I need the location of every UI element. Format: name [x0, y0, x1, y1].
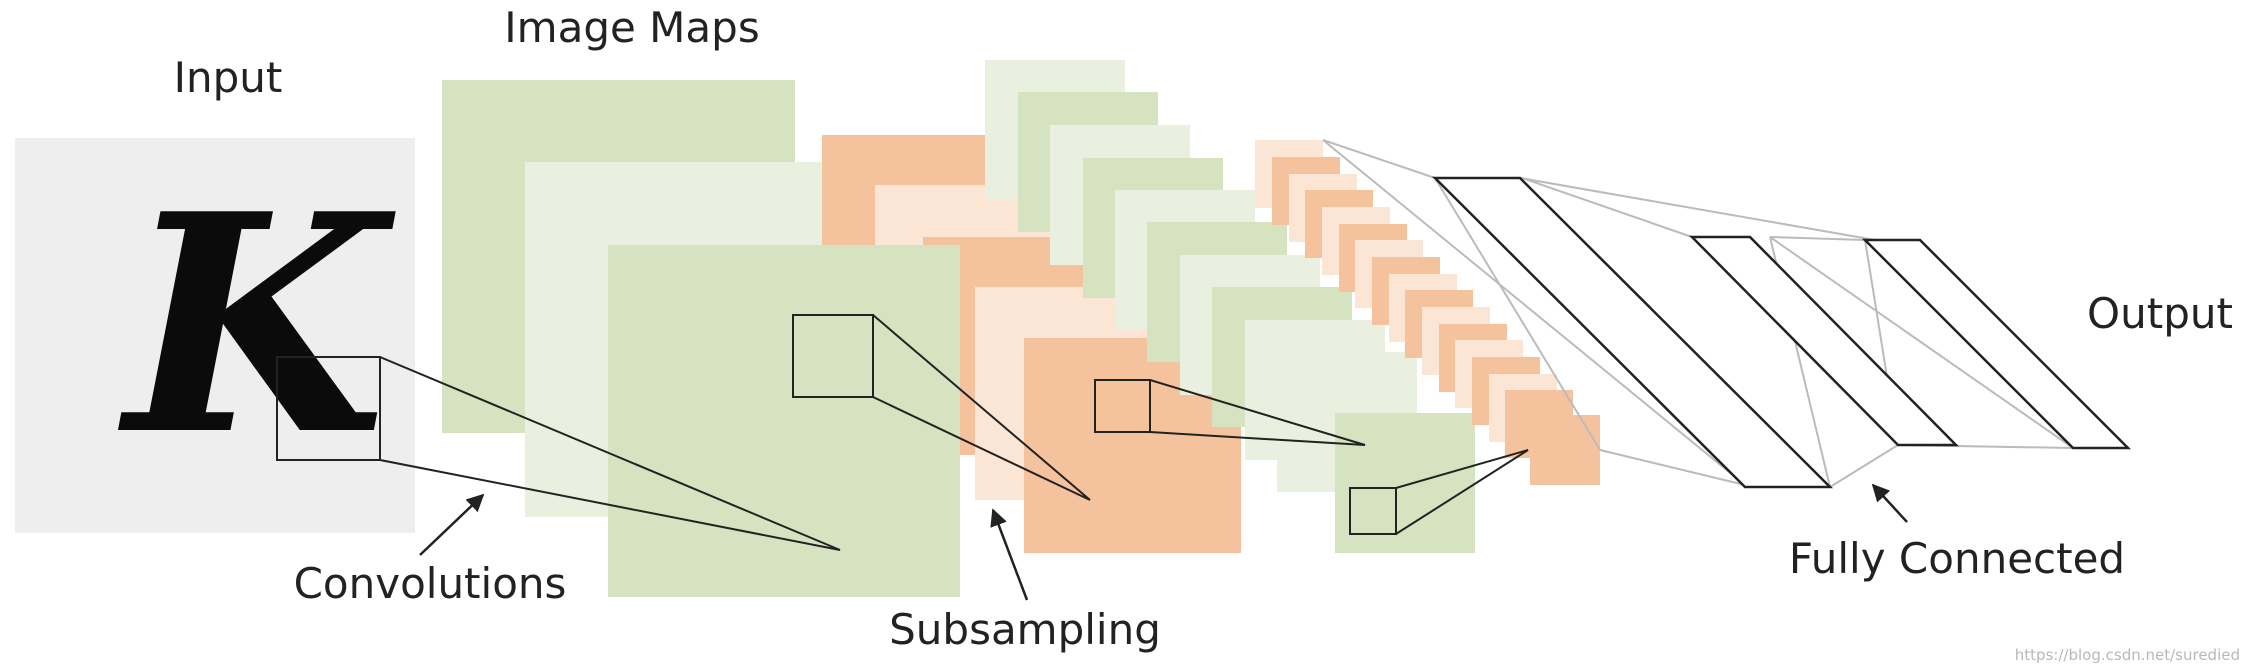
fully-connected-layers	[1431, 176, 2132, 489]
input-stage: K Input	[15, 53, 415, 533]
subsample-receptive-field	[1094, 379, 1151, 433]
pointer-arrows	[419, 483, 1908, 601]
small-subsample-17	[1530, 415, 1600, 485]
feature-map-small-receptive-field	[1349, 487, 1397, 535]
subsampling-maps-2	[1255, 140, 1600, 485]
fully-connected-arrow	[1871, 483, 1908, 523]
fc-connector	[1769, 236, 2074, 449]
projection-line	[379, 356, 841, 551]
feature-map-receptive-field	[792, 314, 874, 398]
projection-lines	[379, 314, 1529, 551]
feature-map-3	[608, 245, 960, 597]
fc-connector	[1322, 139, 1746, 486]
fc-layer-3-output	[1861, 238, 2132, 450]
fc-layer-2	[1689, 235, 1959, 447]
convolutions-label: Convolutions	[294, 559, 567, 608]
input-receptive-field	[276, 356, 381, 461]
input-label: Input	[174, 53, 283, 102]
convolution-feature-maps-2	[985, 60, 1475, 553]
output-label: Output	[2087, 289, 2233, 338]
projection-line	[1395, 449, 1529, 489]
input-image-background	[15, 138, 415, 533]
convolutions-arrow	[419, 493, 485, 556]
fc-layer-1	[1431, 176, 1834, 489]
fc-connector	[1519, 177, 1876, 241]
projection-line	[379, 459, 841, 551]
fc-connector	[1599, 449, 1746, 486]
watermark: https://blog.csdn.net/suredied	[2015, 646, 2240, 664]
subsampling-arrow	[990, 508, 1029, 601]
fc-connector	[1322, 139, 1436, 179]
projection-line	[1395, 449, 1529, 535]
projection-line	[1149, 431, 1366, 446]
fully-connected-label: Fully Connected	[1789, 534, 2125, 583]
fc-connector	[1829, 444, 1899, 488]
fc-connector	[1434, 177, 1601, 451]
input-glyph: K	[116, 148, 397, 501]
projection-line	[1149, 379, 1366, 446]
fc-connector	[1521, 177, 1693, 238]
image-maps-label: Image Maps	[504, 3, 759, 52]
fc-connector	[1769, 236, 1866, 241]
subsampling-label: Subsampling	[889, 605, 1161, 654]
projection-line	[872, 396, 1091, 501]
feature-map-small-11	[1335, 413, 1475, 553]
projection-line	[872, 314, 1091, 501]
